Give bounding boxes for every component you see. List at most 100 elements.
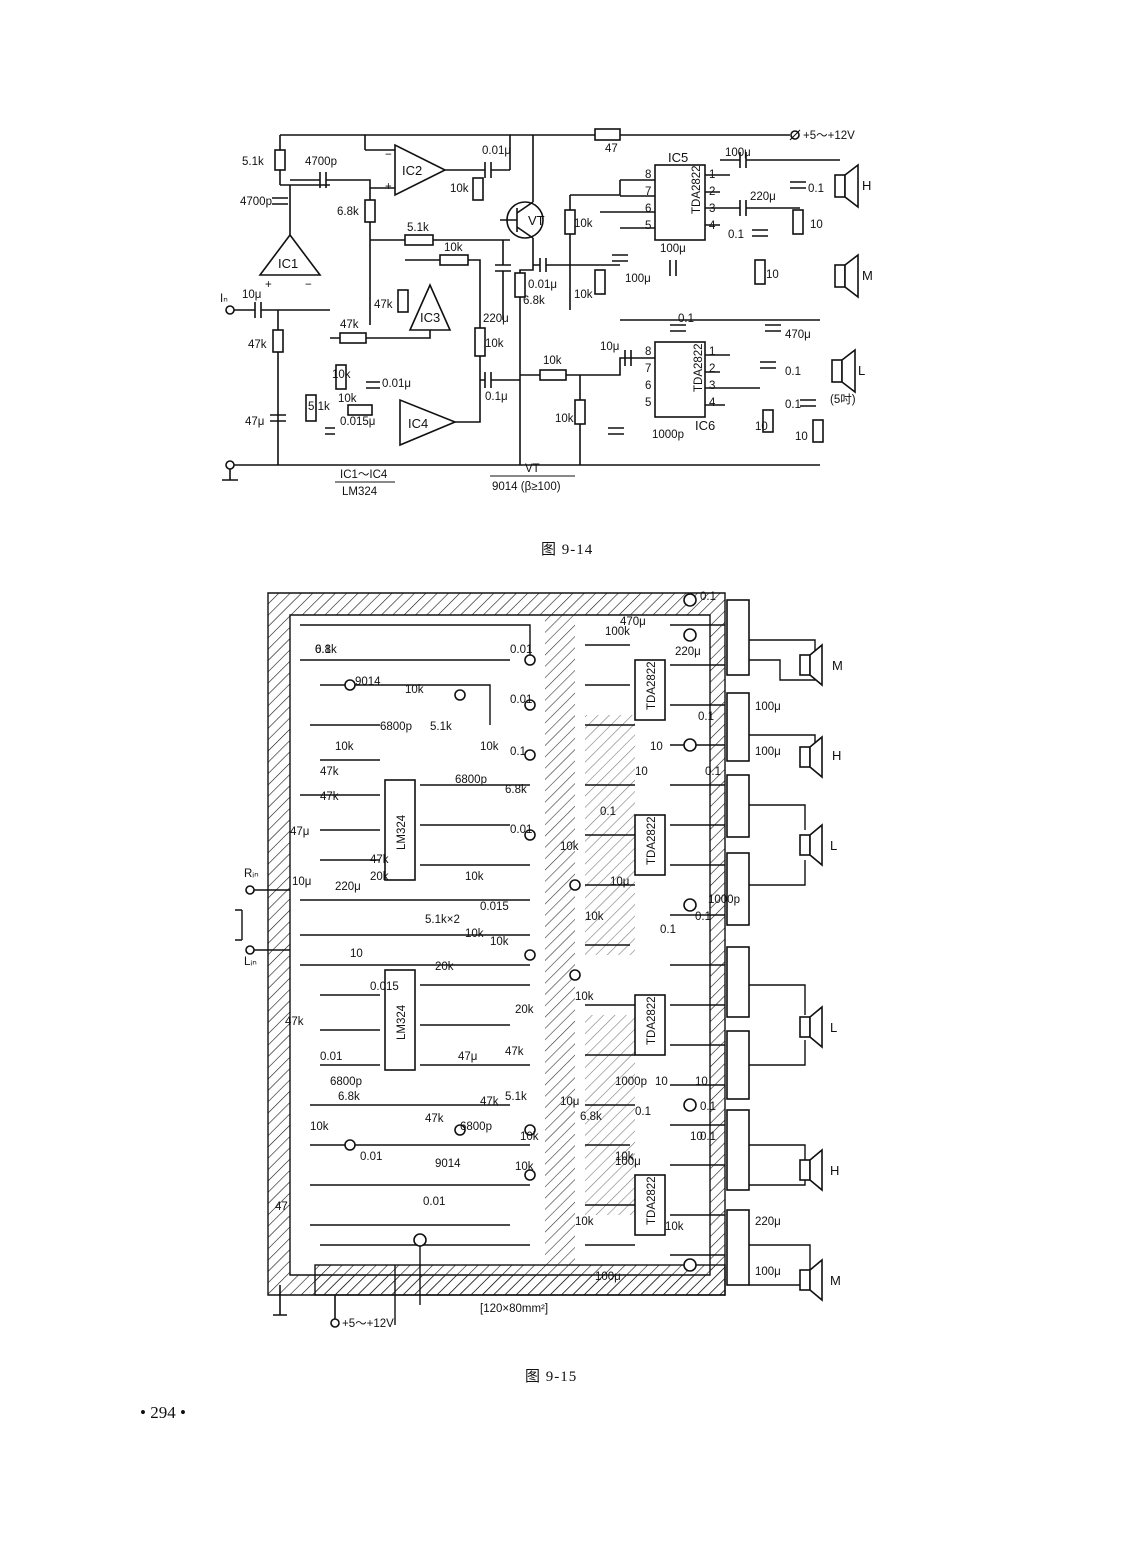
pcb-component-label: 47μ — [290, 826, 309, 838]
svg-text:TDA2822: TDA2822 — [646, 816, 658, 865]
tda2822-chip-4: TDA2822 — [634, 1174, 666, 1236]
svg-text:IC1～IC4: IC1～IC4 — [340, 469, 388, 481]
svg-text:TDA2822: TDA2822 — [646, 996, 658, 1045]
tda2822-chip-1: TDA2822 — [634, 659, 666, 721]
svg-text:L: L — [830, 1020, 837, 1035]
feedback-resistors: 6.8k 5.1k — [337, 188, 510, 325]
speaker-size-note: (5吋) — [830, 393, 856, 406]
svg-text:10: 10 — [766, 269, 779, 281]
pcb-component-label: 5.1k — [430, 721, 452, 733]
pcb-component-label: 0.1 — [700, 1131, 716, 1143]
pcb-component-label: 10k — [465, 928, 484, 940]
pcb-component-label: 47k — [370, 854, 389, 866]
svg-text:−: − — [305, 279, 312, 291]
pcb-component-label: 0.1 — [700, 591, 716, 603]
pcb-component-label: 10k — [560, 841, 579, 853]
svg-text:100μ: 100μ — [660, 243, 686, 255]
speaker-h-top: H — [749, 734, 841, 779]
speaker-l-label: L — [858, 363, 865, 378]
svg-text:220μ: 220μ — [750, 191, 776, 203]
svg-text:2: 2 — [709, 363, 715, 375]
pcb-component-label: 0.01 — [510, 824, 532, 836]
pcb-ground-plane — [267, 592, 726, 1296]
svg-text:10k: 10k — [450, 183, 469, 195]
pcb-component-label: 10k — [665, 1221, 684, 1233]
pcb-component-label: 6800p — [380, 721, 412, 733]
svg-text:IC1: IC1 — [278, 256, 298, 271]
pcb-component-label: 47k — [320, 791, 339, 803]
pcb-component-label: 10k — [465, 871, 484, 883]
svg-text:10: 10 — [755, 421, 768, 433]
svg-text:4700p: 4700p — [305, 156, 337, 168]
pcb-component-label: 0.1 — [698, 711, 714, 723]
svg-text:10k: 10k — [444, 242, 463, 254]
pcb-component-label: 0.1 — [635, 1106, 651, 1118]
pcb-component-label: 0.1 — [600, 806, 616, 818]
ic2-opamp: IC2 − + — [364, 134, 511, 197]
pcb-component-label: 10 — [695, 1076, 708, 1088]
speaker-l-top: L — [749, 804, 837, 886]
svg-text:0.1: 0.1 — [785, 399, 801, 411]
speaker-h-label: H — [862, 178, 871, 193]
svg-text:H: H — [830, 1163, 839, 1178]
svg-text:L: L — [830, 838, 837, 853]
svg-text:3: 3 — [709, 380, 715, 392]
svg-text:7: 7 — [645, 363, 651, 375]
pcb-component-label: 10μ — [610, 876, 629, 888]
page-number: • 294 • — [140, 1403, 186, 1422]
input-connectors: Rᵢₙ Lᵢₙ — [235, 868, 290, 1316]
supply-rail: 47 +5～+12V — [510, 128, 855, 155]
pcb-component-label: 100μ — [755, 1266, 781, 1278]
pcb-component-label: 100μ — [615, 1156, 641, 1168]
pcb-component-label: 47k — [285, 1016, 304, 1028]
svg-text:5.1k: 5.1k — [308, 401, 330, 413]
pcb-component-label: 0.015 — [480, 901, 509, 913]
svg-text:TDA2822: TDA2822 — [693, 343, 705, 392]
pcb-supply-label: +5～+12V — [342, 1318, 394, 1330]
svg-text:TDA2822: TDA2822 — [646, 661, 658, 710]
lm324-chip-lower: LM324 — [384, 969, 416, 1071]
svg-text:LM324: LM324 — [396, 814, 408, 850]
pcb-component-label: 0.01 — [510, 644, 532, 656]
pcb-component-label: 10k — [310, 1121, 329, 1133]
svg-text:4: 4 — [709, 397, 716, 409]
svg-text:5: 5 — [645, 220, 651, 232]
svg-text:10k: 10k — [574, 218, 593, 230]
svg-text:8: 8 — [645, 346, 651, 358]
pcb-component-label: 220μ — [335, 881, 361, 893]
pcb-component-label: 6800p — [460, 1121, 492, 1133]
pcb-component-label: 0.1 — [510, 746, 526, 758]
l-input-label: Lᵢₙ — [244, 956, 257, 968]
svg-text:TDA2822: TDA2822 — [646, 1176, 658, 1225]
svg-text:IC5: IC5 — [668, 150, 688, 165]
vt-input-network: 0.01μ 10k 220μ 0.1μ — [450, 145, 520, 403]
svg-text:IC4: IC4 — [408, 416, 428, 431]
input-label: Iₙ — [220, 293, 228, 305]
svg-text:7: 7 — [645, 186, 651, 198]
svg-text:IC6: IC6 — [695, 418, 715, 433]
svg-text:8: 8 — [645, 169, 651, 181]
svg-text:0.1: 0.1 — [728, 229, 744, 241]
pcb-footer: +5～+12V [120×80mm²] — [330, 1295, 548, 1330]
svg-text:10k: 10k — [574, 289, 593, 301]
svg-text:100μ: 100μ — [725, 147, 751, 159]
ic5-output-network: 100μ 220μ 0.1 10 0.1 10 H M 0.1 470μ — [620, 147, 873, 341]
svg-text:0.1: 0.1 — [678, 313, 694, 325]
pcb-layout-diagram: M H L L H M LM324 LM324 — [235, 591, 843, 1330]
pcb-component-label: 9014 — [355, 676, 381, 688]
pcb-component-label: 20k — [370, 871, 389, 883]
pcb-component-label: 100μ — [755, 746, 781, 758]
pcb-component-label: 47k — [480, 1096, 499, 1108]
svg-text:IC3: IC3 — [420, 310, 440, 325]
pcb-component-label: 0.1 — [695, 911, 711, 923]
pcb-component-label: 10μ — [560, 1096, 579, 1108]
svg-text:M: M — [830, 1273, 841, 1288]
schematic-diagram: 47 +5～+12V IC2 − + IC1 + − 5.1k 4700p 47… — [220, 128, 873, 498]
pcb-component-label: 10k — [480, 741, 499, 753]
pcb-component-label: 0.1 — [705, 766, 721, 778]
pcb-component-label: 5.1k×2 — [425, 914, 460, 926]
svg-text:6: 6 — [645, 380, 651, 392]
svg-text:6: 6 — [645, 203, 651, 215]
speaker-m-bottom: M — [749, 1244, 841, 1302]
